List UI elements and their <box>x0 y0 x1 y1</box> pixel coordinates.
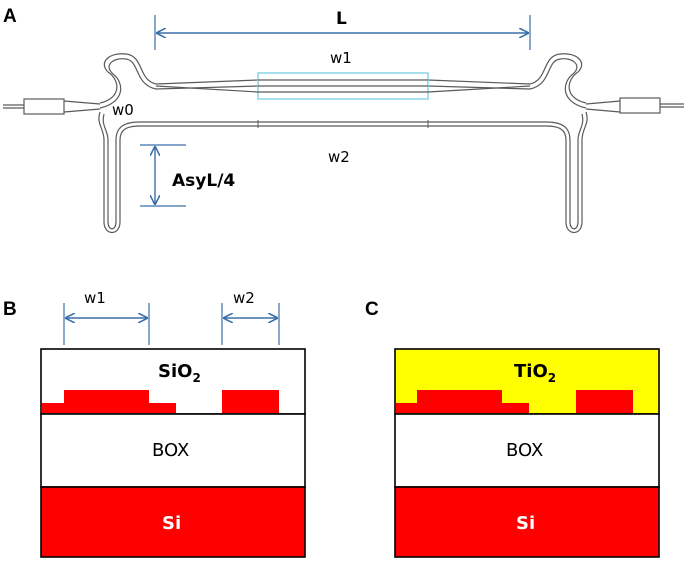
lower-arm-waveguide: w2 w0 <box>98 101 588 234</box>
w1-waveguide-core-tio2 <box>396 390 529 413</box>
left-input-coupler <box>3 98 101 115</box>
w1-label: w1 <box>84 289 106 307</box>
si-substrate-label-c: Si <box>516 513 535 534</box>
length-dimension: L <box>154 9 531 50</box>
w2-waveguide-core <box>222 390 279 413</box>
right-output-coupler <box>585 97 684 114</box>
box-label-c: BOX <box>506 440 543 461</box>
tio2-cladding-label: TiO2 <box>514 361 556 385</box>
panel-b: B w1 w2 SiO2 BOX Si <box>3 289 306 558</box>
asymmetry-dimension: AsyL/4 <box>140 144 235 207</box>
si-substrate-layer <box>40 486 306 558</box>
sio2-cladding-label: SiO2 <box>158 361 201 385</box>
panel-a: A L <box>3 6 684 234</box>
w2-waveguide-core-tio2 <box>576 390 633 413</box>
w2-dimension: w2 <box>221 289 280 345</box>
arm1-label: w1 <box>330 49 352 67</box>
input-waveguide-label: w0 <box>112 101 134 119</box>
box-layer-c <box>394 413 660 488</box>
length-label: L <box>336 9 347 29</box>
upper-arm-waveguide: w1 <box>99 49 587 109</box>
panel-c: C TiO2 BOX Si <box>365 299 660 558</box>
si-substrate-label: Si <box>162 513 181 534</box>
si-substrate-layer-c <box>394 486 660 558</box>
panel-b-letter: B <box>3 299 17 320</box>
panel-c-letter: C <box>365 299 379 320</box>
box-label: BOX <box>152 440 189 461</box>
w1-dimension: w1 <box>63 289 150 345</box>
box-layer <box>40 413 306 488</box>
arm2-label: w2 <box>328 148 350 166</box>
w2-label: w2 <box>233 289 255 307</box>
asymmetry-label: AsyL/4 <box>172 171 235 191</box>
w1-waveguide-core <box>42 390 176 413</box>
panel-a-letter: A <box>3 6 17 27</box>
